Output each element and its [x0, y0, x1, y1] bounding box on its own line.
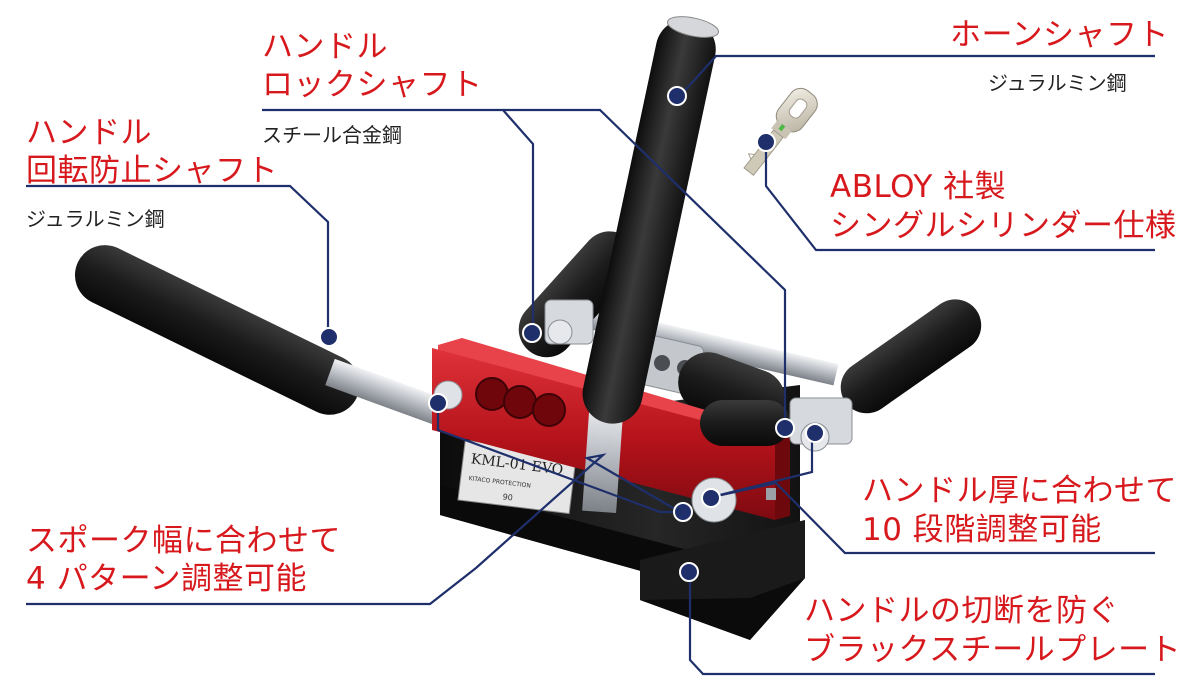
leader-lock-shaft-right	[503, 108, 787, 425]
dot-spoke-center	[673, 502, 693, 522]
rotation-stop-material: ジュラルミン鋼	[26, 207, 165, 231]
dot-horn-shaft	[667, 86, 687, 106]
dot-rotation-stop	[319, 327, 339, 347]
lock-shaft-title-line1: ハンドル	[262, 29, 388, 65]
leader-horn-shaft	[679, 54, 1155, 97]
rotation-stop-title-line1: ハンドル	[26, 115, 152, 151]
lock-shaft-material: スチール合金鋼	[262, 123, 402, 147]
lock-shaft-title-line2: ロックシャフト	[262, 67, 483, 103]
model-plate-number: 90	[502, 492, 513, 502]
black-plate-line1: ハンドルの切断を防ぐ	[804, 593, 1119, 629]
dot-spoke-left	[428, 393, 448, 413]
dot-black-plate	[679, 562, 699, 582]
leader-black-plate	[688, 573, 1155, 676]
black-plate-line2: ブラックスチールプレート	[804, 632, 1182, 668]
horn-shaft-title: ホーンシャフト	[950, 17, 1169, 53]
spoke-width-line1: スポーク幅に合わせて	[26, 523, 341, 559]
leader-lines	[26, 54, 1155, 676]
dot-handle-thickness	[701, 488, 721, 508]
leader-rotation-stop	[26, 184, 330, 334]
rotation-stop-title-line2: 回転防止シャフト	[26, 153, 278, 189]
leader-spoke-width	[26, 453, 681, 606]
dot-lock-shaft-left	[522, 323, 542, 343]
leader-handle-thickness-upper	[711, 432, 814, 499]
rear-right-handle	[840, 299, 982, 414]
handle-thickness-line1: ハンドル厚に合わせて	[862, 473, 1177, 509]
spoke-width-line2: 4 パターン調整可能	[26, 561, 308, 597]
leader-dots	[319, 86, 825, 582]
dot-lock-shaft-right	[775, 418, 795, 438]
abloy-key-icon	[743, 87, 818, 176]
handle-thickness-line2: 10 段階調整可能	[862, 512, 1102, 548]
abloy-line1: ABLOY 社製	[830, 169, 1007, 205]
leader-lock-shaft-left	[262, 108, 535, 333]
dot-abloy-key	[756, 132, 776, 152]
left-handle-bar	[74, 245, 457, 430]
horn-shaft-material: ジュラルミン鋼	[988, 71, 1127, 95]
abloy-line2: シングルシリンダー仕様	[830, 208, 1177, 244]
leader-spoke-pattern	[436, 403, 680, 514]
leader-abloy	[764, 142, 1155, 252]
dot-handle-thickness-upper	[805, 423, 825, 443]
